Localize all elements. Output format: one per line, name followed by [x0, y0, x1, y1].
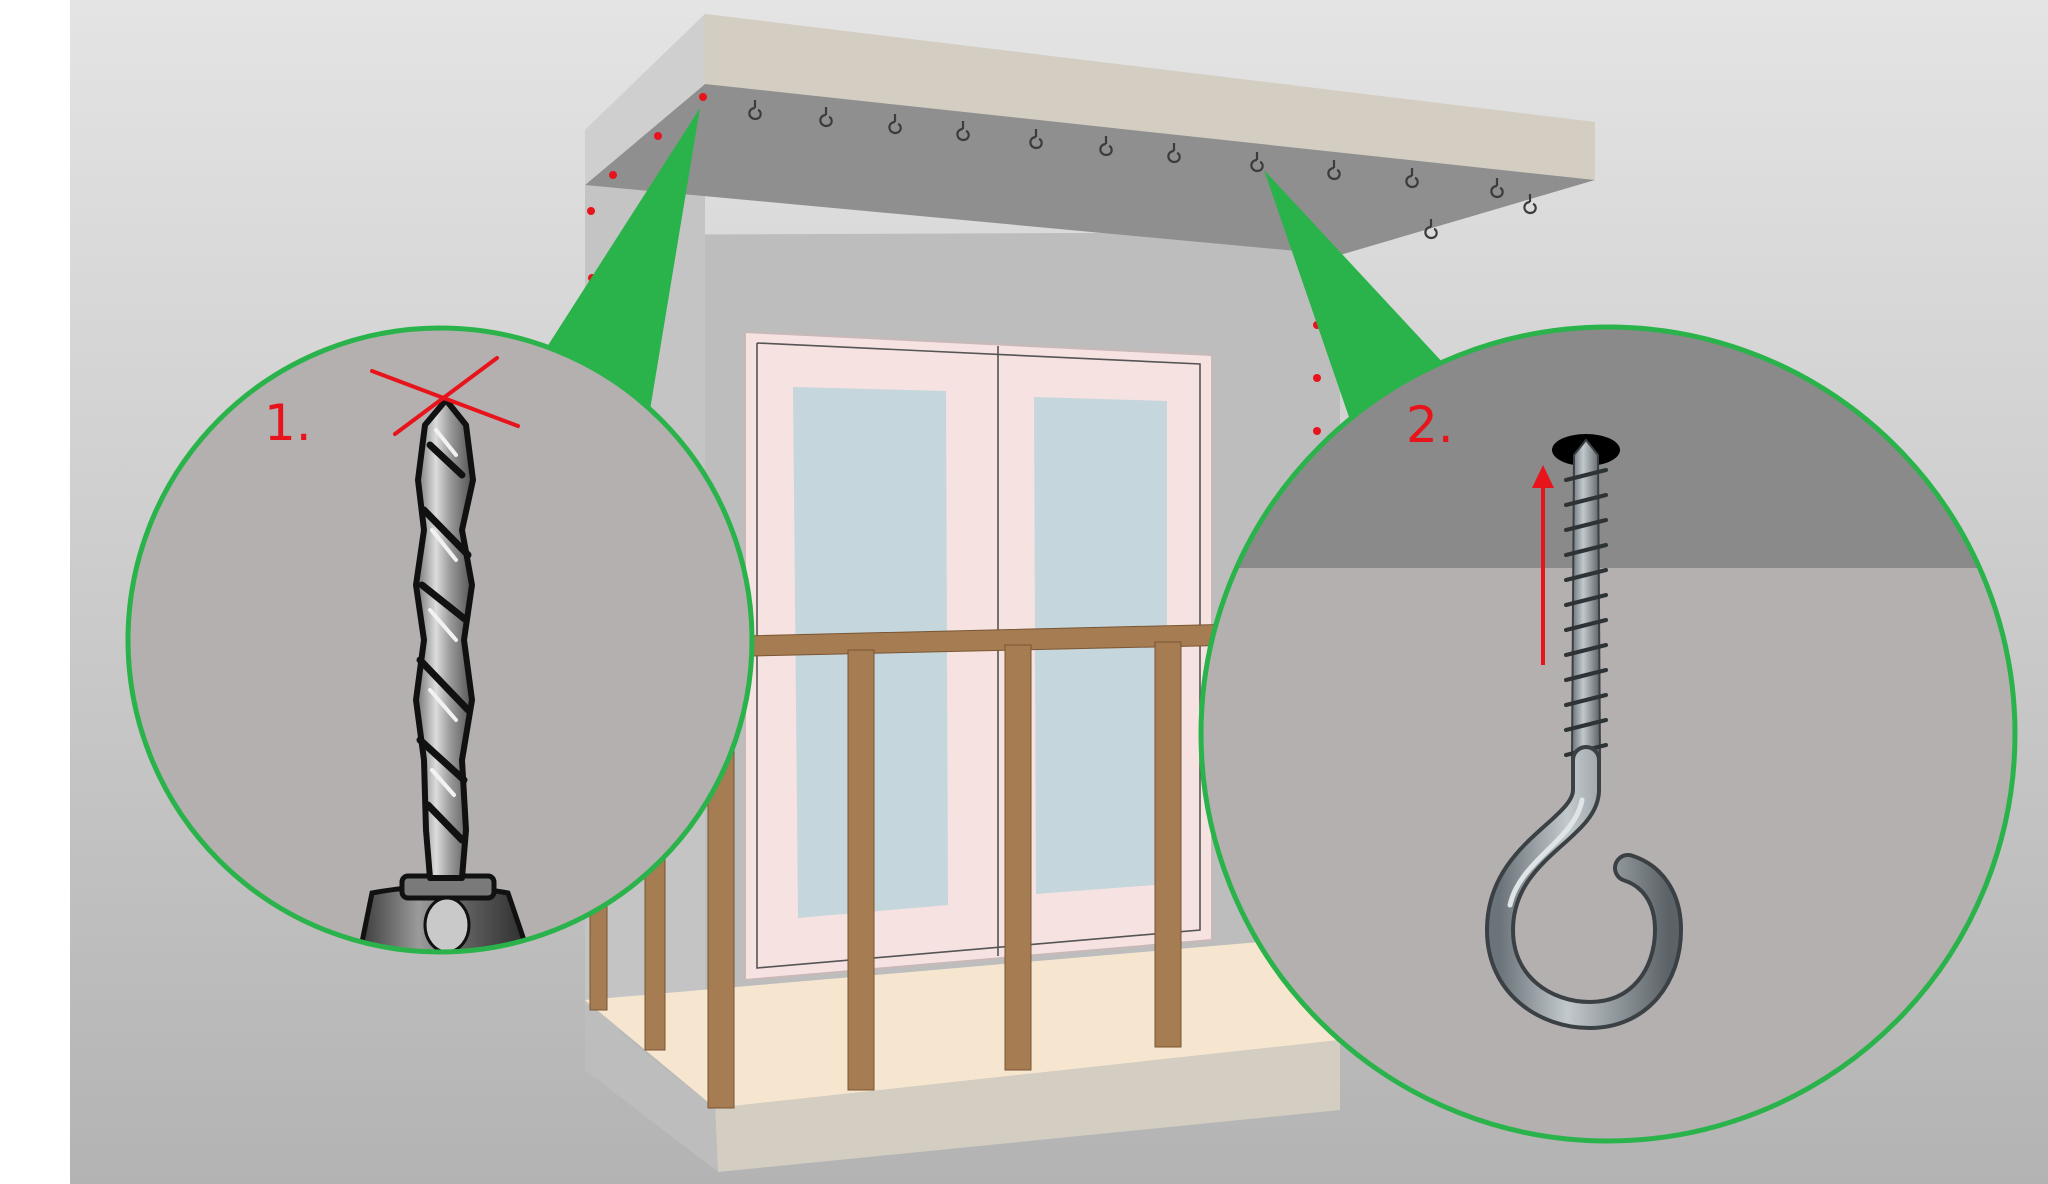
drill-bit-icon — [413, 397, 476, 881]
railing-post — [1154, 641, 1182, 1048]
screw-hook-icon — [1484, 438, 1684, 1031]
drill-mark-icon — [1313, 374, 1321, 382]
drill-mark-icon — [587, 207, 595, 215]
x-mark-icon — [370, 356, 520, 436]
balcony-floor — [585, 935, 1340, 1108]
railing-post — [1004, 644, 1032, 1071]
roof-slab-front-edge — [705, 14, 1595, 180]
railing-post — [847, 649, 875, 1091]
drill-mark-icon — [1313, 427, 1321, 435]
step-1-label: 1. — [264, 394, 312, 452]
arrow-up-icon — [1532, 465, 1554, 665]
floor-front-edge — [715, 1040, 1340, 1172]
drill-chuck — [356, 873, 532, 950]
balcony-door — [744, 330, 1213, 982]
callout-pointer-right — [1264, 170, 1445, 420]
ceiling-left-fascia — [585, 14, 705, 185]
zoom-detail-drill: 1. — [125, 325, 755, 955]
step-2-label: 2. — [1406, 396, 1454, 454]
drill-mark-icon — [609, 171, 617, 179]
railing — [574, 623, 1241, 1109]
drill-mark-icon — [654, 132, 662, 140]
floor-left-edge — [585, 1005, 718, 1172]
drill-mark-icon — [699, 93, 707, 101]
callout-pointer-left — [545, 108, 700, 410]
ceiling-underside — [585, 84, 1595, 255]
railing-post — [644, 859, 666, 1051]
door-frame-inner — [756, 342, 1201, 969]
